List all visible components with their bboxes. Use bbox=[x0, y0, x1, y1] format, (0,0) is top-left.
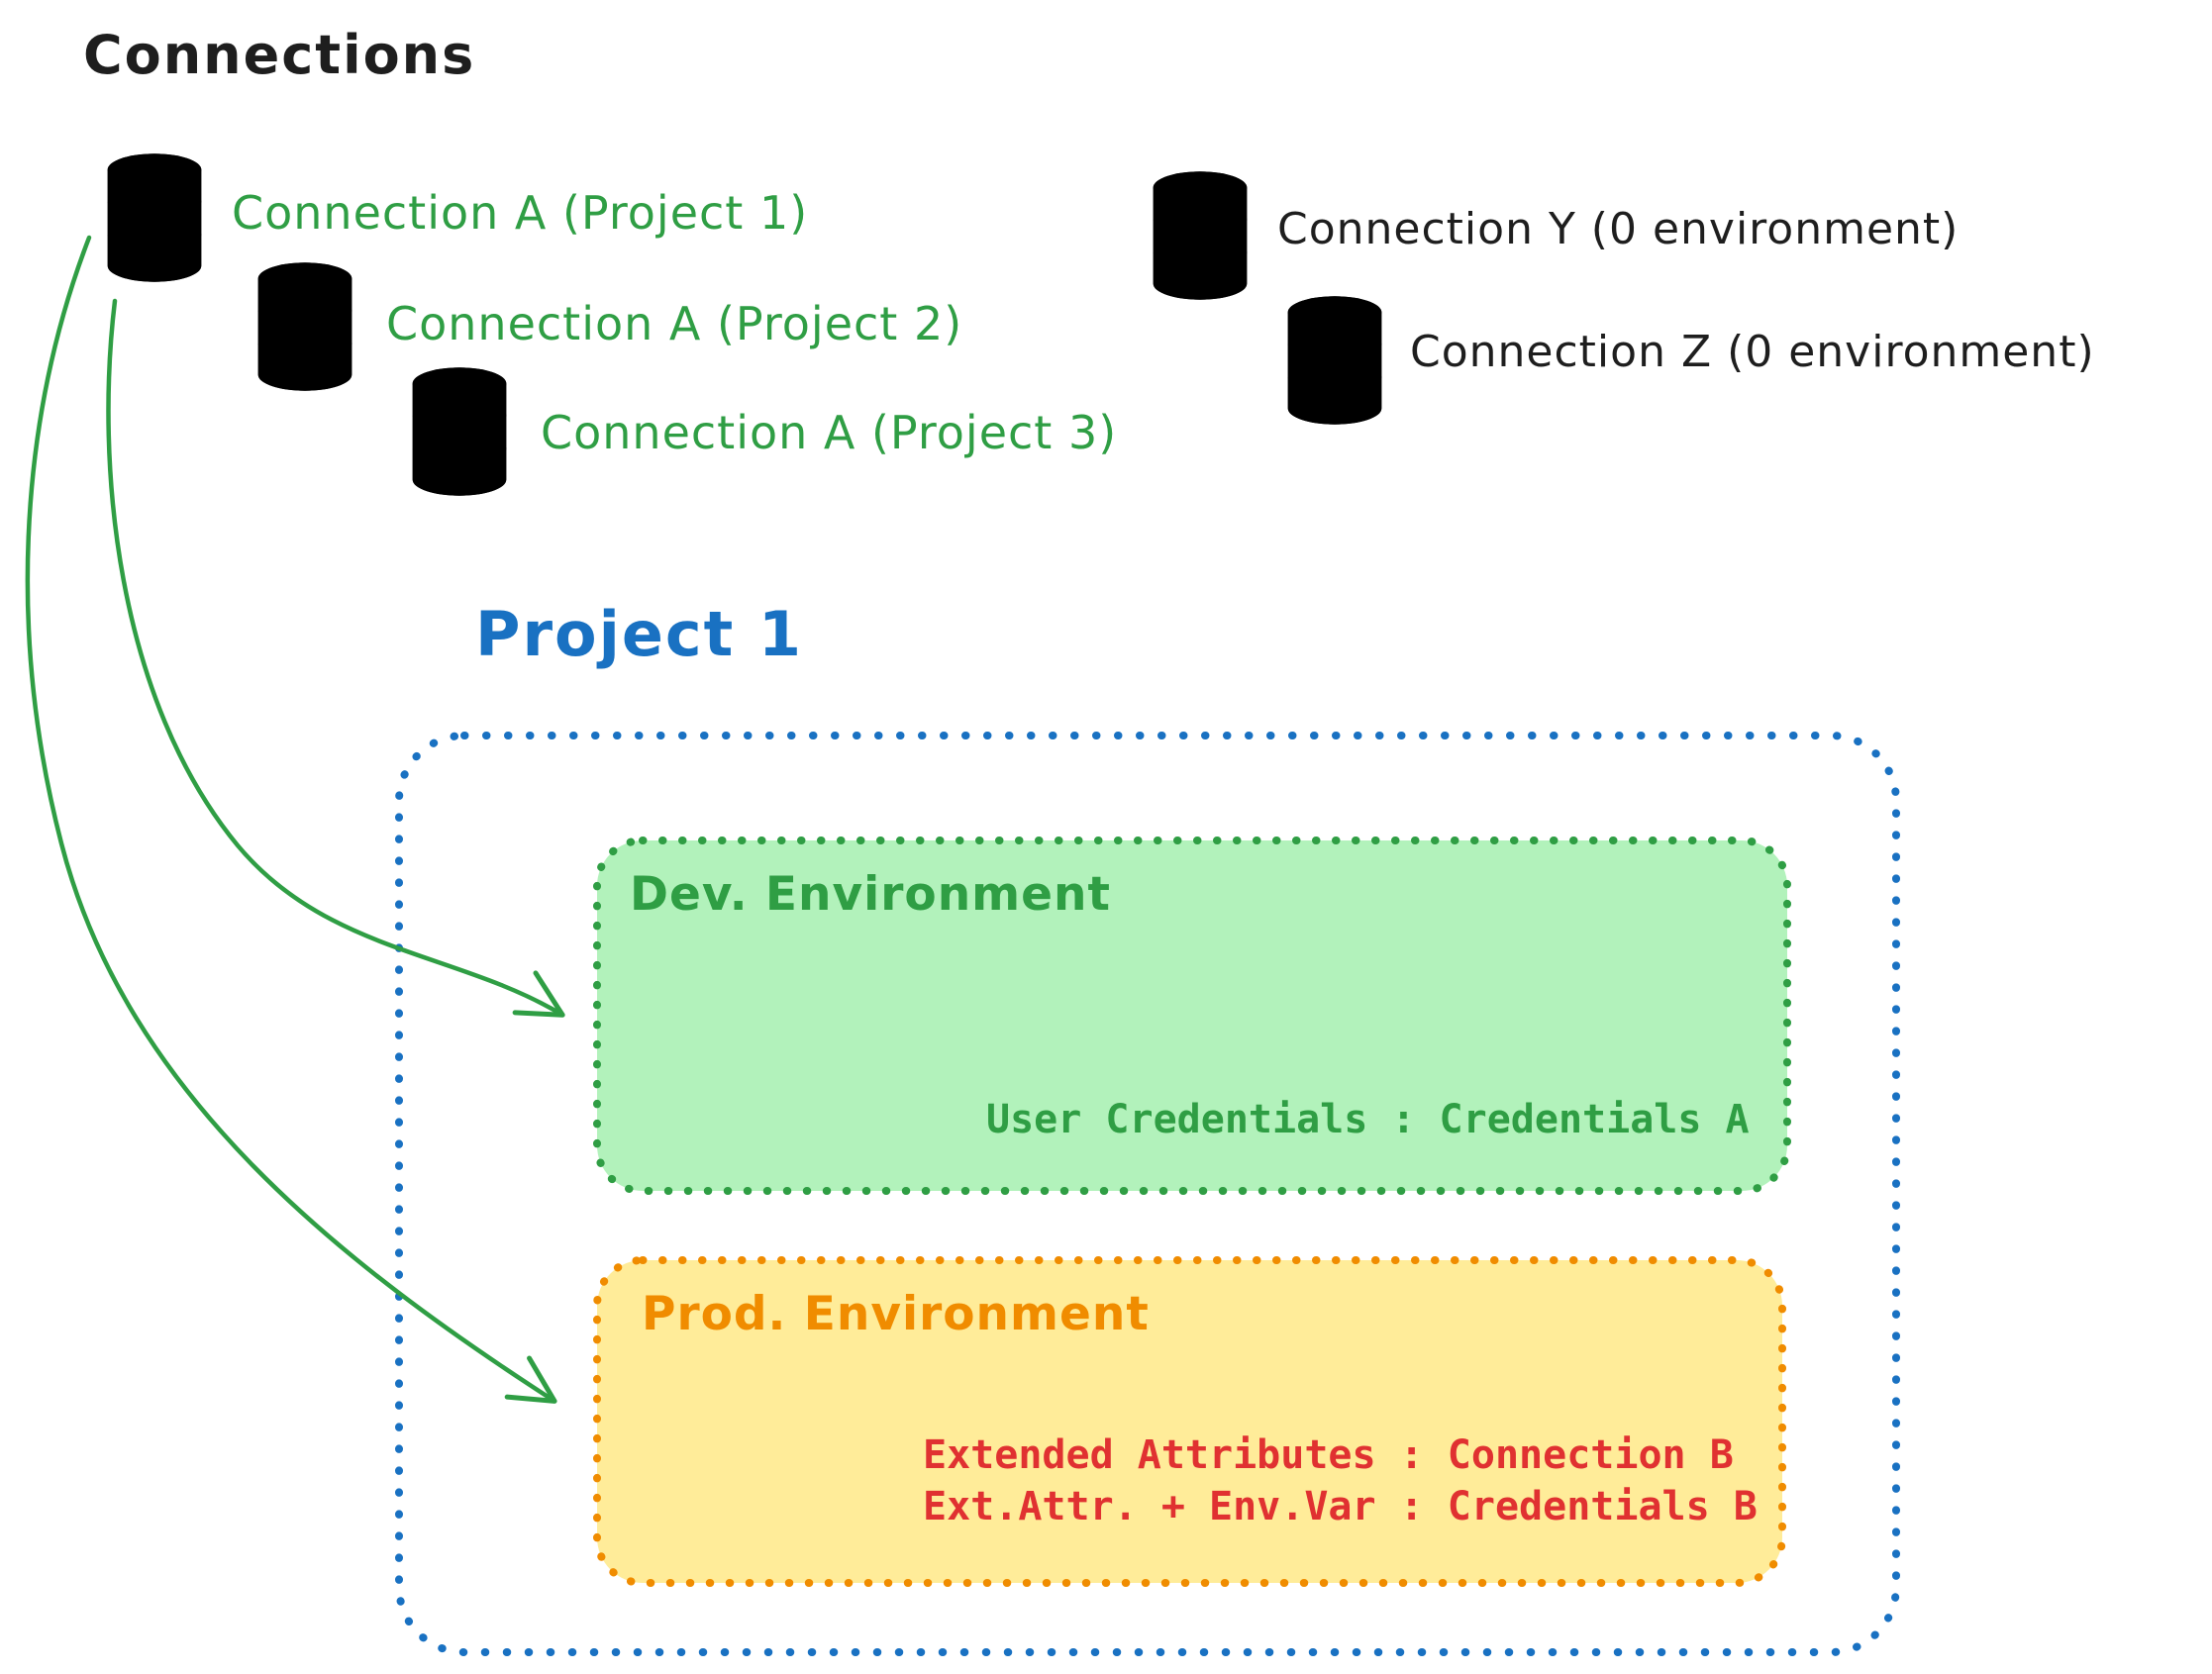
diagram-title: Connections bbox=[83, 24, 476, 86]
prod-mapping-line-2: Ext.Attr. + Env.Var : Credentials B bbox=[923, 1484, 1758, 1529]
dev-environment-box bbox=[593, 837, 1791, 1195]
prod-environment-title: Prod. Environment bbox=[642, 1287, 1150, 1341]
database-icon-connection-a-project-3 bbox=[412, 367, 507, 496]
database-icon-connection-a-project-1 bbox=[107, 153, 202, 282]
dev-credentials-mapping: User Credentials : Credentials A bbox=[986, 1097, 1750, 1142]
connection-a-project-2-label: Connection A (Project 2) bbox=[386, 297, 963, 350]
dev-environment-title: Dev. Environment bbox=[630, 867, 1111, 922]
prod-credentials-mapping: Extended Attributes : Connection B Ext.A… bbox=[923, 1429, 1758, 1532]
prod-mapping-line-1: Extended Attributes : Connection B bbox=[923, 1432, 1734, 1478]
connection-a-project-1-label: Connection A (Project 1) bbox=[232, 186, 809, 240]
arrow-connection-a-to-dev-environment bbox=[106, 298, 565, 1018]
connection-z-label: Connection Z (0 environment) bbox=[1410, 327, 2095, 377]
database-icon-connection-a-project-2 bbox=[257, 262, 352, 391]
connection-y-label: Connection Y (0 environment) bbox=[1277, 204, 1960, 254]
arrow-connection-a-to-prod-environment bbox=[25, 235, 557, 1404]
project-1-title: Project 1 bbox=[475, 598, 804, 670]
connection-a-project-3-label: Connection A (Project 3) bbox=[541, 406, 1118, 459]
prod-environment-box bbox=[593, 1256, 1786, 1587]
database-icon-connection-y bbox=[1153, 171, 1248, 300]
database-icon-connection-z bbox=[1287, 296, 1382, 425]
